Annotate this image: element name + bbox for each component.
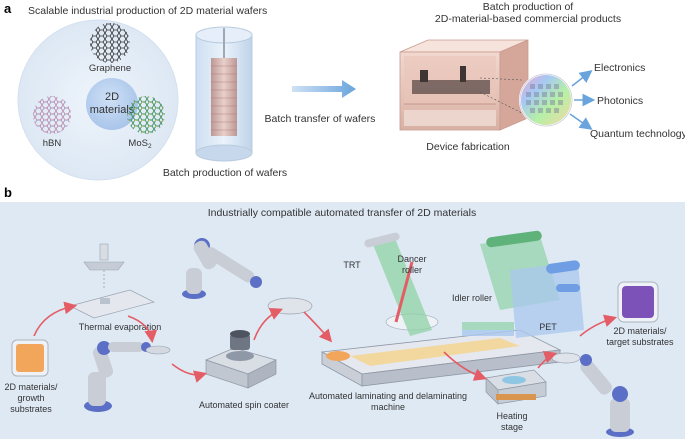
pet-film-icon [462,260,584,338]
device-fabrication-machine-icon [399,39,529,131]
graphene-lattice-icon [90,23,130,63]
hbn-label: hBN [43,138,62,149]
idler-roller-label: Idler roller [452,293,492,303]
device-fabrication-label: Device fabrication [426,141,510,153]
target-label-line2: target substrates [606,337,674,347]
electronics-arrow [571,70,593,87]
panel-a-left-title: Scalable industrial production of 2D mat… [28,5,267,17]
heating-stage-icon [485,369,547,405]
flow-arrow-growth-to-evaporation [33,301,78,337]
robot-arm-top-icon [182,238,313,315]
graphene-label: Graphene [89,63,131,74]
application-photonics: Photonics [597,95,643,107]
flow-arrow-machine-to-heating [443,351,488,381]
heating-stage-label-line1: Heating [496,411,527,421]
patterned-wafer-icon [519,73,573,127]
growth-substrate-icon [11,339,49,377]
spin-coater-icon [205,330,277,389]
panel-a-letter: a [4,1,12,16]
spin-coater-label: Automated spin coater [199,400,289,410]
target-substrate-icon [617,281,659,323]
flow-arrow-evaporation-to-robot [127,315,158,344]
materials-diagram: 2D materials Graphene hBN MoS2 [17,19,179,181]
flow-arrow-robot-to-machine [303,311,333,343]
flow-arrow-heating-to-robot [537,350,558,369]
application-electronics: Electronics [594,62,645,74]
thermal-evaporation-label: Thermal evaporation [79,322,162,332]
pet-label: PET [539,322,557,332]
robot-arm-left-icon [84,341,171,412]
heating-stage-label-line2: stage [501,422,523,432]
growth-label-line1: 2D materials/ [4,382,58,392]
panel-a-right-title-line1: Batch production of [483,1,574,13]
thermal-evaporator-icon [69,243,155,319]
materials-center-line2: materials [90,104,135,116]
panel-b-title: Industrially compatible automated transf… [208,207,476,219]
batch-reactor-icon [195,26,253,162]
machine-label-line1: Automated laminating and delaminating [309,391,467,401]
hbn-lattice-icon [33,96,71,134]
flow-arrow-robot-to-target [579,314,618,337]
growth-label-line2: growth [17,393,44,403]
materials-center-line1: 2D [105,91,119,103]
trt-label: TRT [343,260,361,270]
flow-arrow-robot-to-spin-coater [171,363,208,383]
panel-b-letter: b [4,185,12,200]
target-label-line1: 2D materials/ [613,326,667,336]
dancer-roller-label-line1: Dancer [397,254,426,264]
robot-arm-right-icon [551,352,634,437]
growth-label-line3: substrates [10,404,52,414]
batch-transfer-label: Batch transfer of wafers [265,113,376,125]
dancer-roller-label-line2: roller [402,265,422,275]
mos2-label: MoS2 [128,138,152,150]
panel-a-right-title-line2: 2D-material-based commercial products [435,13,621,25]
flow-arrow-spin-coater-to-robot [253,308,283,341]
batch-production-label: Batch production of wafers [163,167,287,179]
quantum-arrow [569,113,593,130]
application-quantum-technology: Quantum technology [590,128,685,140]
batch-transfer-arrow [292,80,356,98]
mos2-lattice-icon [127,96,165,134]
machine-label-line2: machine [371,402,405,412]
